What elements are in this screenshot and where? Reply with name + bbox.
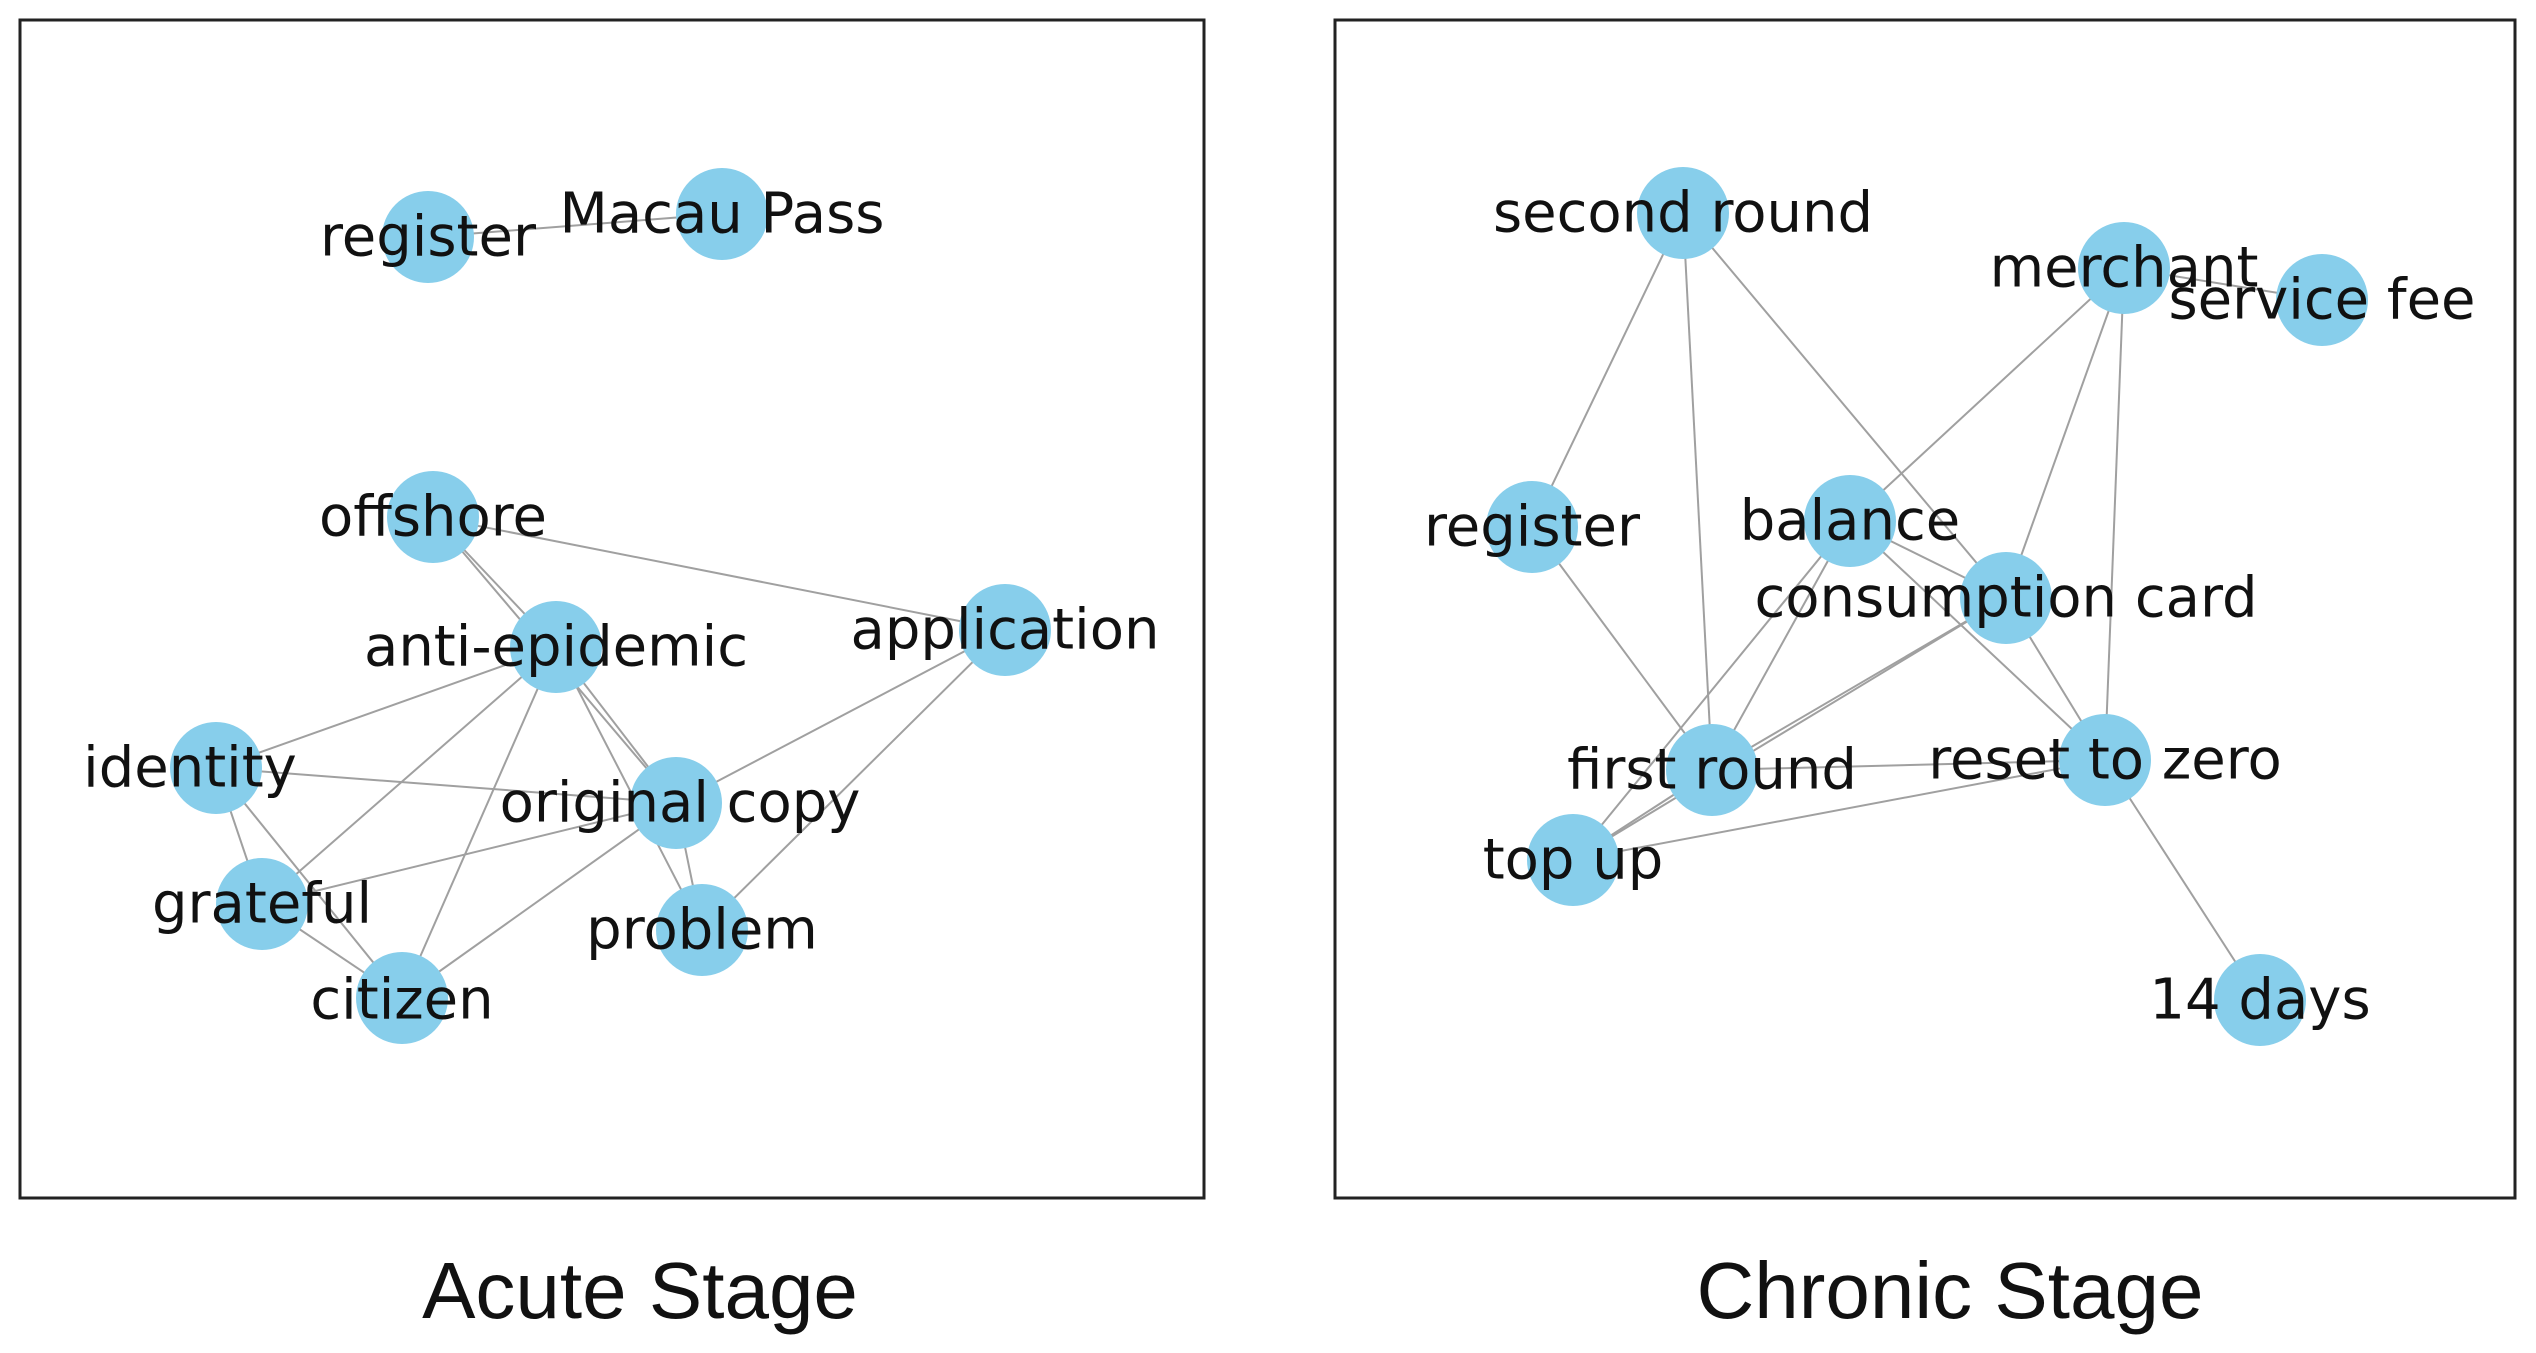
- edge-balance-top_up: [1572, 520, 1851, 861]
- edge-merchant-balance: [1849, 267, 2125, 522]
- node-label-top-up: top up: [1483, 828, 1664, 893]
- node-merchant: [2078, 222, 2170, 314]
- node-register: [382, 191, 474, 283]
- node-label-register: register: [1424, 495, 1641, 560]
- node-reset-to-zero: [2059, 714, 2151, 806]
- node-label-anti-epidemic: anti-epidemic: [364, 615, 748, 680]
- edge-second_round-first_round: [1682, 212, 1713, 771]
- node-label-macau-pass: Macau Pass: [560, 182, 885, 247]
- chronic-panel-frame: [1333, 18, 2517, 1200]
- node-second-round: [1637, 167, 1729, 259]
- node-label-balance: balance: [1740, 489, 1960, 554]
- edge-second_round-consumption_card: [1682, 212, 2007, 599]
- edge-grateful-original_copy: [261, 802, 677, 905]
- edge-identity-citizen: [215, 767, 403, 999]
- node-label-service-fee: service fee: [2168, 268, 2475, 333]
- node-fourteen-days: [2214, 954, 2306, 1046]
- node-citizen: [356, 952, 448, 1044]
- node-label-offshore: offshore: [319, 485, 547, 550]
- edge-application-original_copy: [675, 629, 1006, 804]
- edge-offshore-application: [432, 516, 1006, 631]
- edge-merchant-consumption_card: [2005, 267, 2125, 599]
- acute-panel-frame: [18, 18, 1206, 1200]
- node-service-fee: [2276, 254, 2368, 346]
- node-label-second-round: second round: [1493, 181, 1873, 246]
- node-label-application: application: [851, 598, 1160, 663]
- node-problem: [656, 884, 748, 976]
- acute-stage-network: register Macau Pass offshore application ant…: [83, 168, 1159, 1044]
- edge-application-problem: [701, 629, 1006, 931]
- node-label-original-copy: original copy: [500, 771, 861, 836]
- edge-anti_epidemic-problem: [555, 646, 703, 931]
- node-anti-epidemic: [510, 601, 602, 693]
- edge-second_round-register: [1531, 212, 1684, 528]
- edge-anti_epidemic-citizen: [401, 646, 557, 999]
- node-label-citizen: citizen: [310, 968, 493, 1033]
- edge-original_copy-citizen: [401, 802, 677, 999]
- node-grateful: [216, 858, 308, 950]
- edge-identity-original_copy: [215, 767, 677, 804]
- edge-consumption_card-top_up: [1572, 597, 2007, 861]
- node-consumption-card: [1960, 552, 2052, 644]
- node-label-first-round: first round: [1567, 738, 1857, 803]
- edge-reset_to_zero-fourteen_days: [2104, 759, 2261, 1001]
- node-offshore: [387, 471, 479, 563]
- edge-merchant-reset_to_zero: [2104, 267, 2125, 761]
- edge-balance-first_round: [1711, 520, 1851, 771]
- node-label-problem: problem: [586, 898, 818, 963]
- edge-balance-reset_to_zero: [1849, 520, 2106, 761]
- node-register: [1486, 481, 1578, 573]
- edge-register-first_round: [1531, 526, 1713, 771]
- edge-anti_epidemic-identity: [215, 646, 557, 769]
- node-identity: [170, 722, 262, 814]
- edge-anti_epidemic-grateful: [261, 646, 557, 905]
- node-label-register: register: [320, 205, 537, 270]
- node-label-fourteen-days: 14 days: [2149, 968, 2370, 1033]
- acute-stage-title: Acute Stage: [422, 1246, 858, 1335]
- node-macau-pass: [676, 168, 768, 260]
- edge-reset_to_zero-top_up: [1572, 759, 2106, 861]
- edge-first_round-reset_to_zero: [1711, 759, 2106, 771]
- node-top-up: [1527, 814, 1619, 906]
- node-label-grateful: grateful: [152, 872, 372, 937]
- edge-register-macau_pass: [427, 213, 723, 238]
- chronic-stage-title: Chronic Stage: [1697, 1246, 2204, 1335]
- node-first-round: [1666, 724, 1758, 816]
- node-label-reset-to-zero: reset to zero: [1928, 728, 2282, 793]
- node-label-merchant: merchant: [1990, 236, 2259, 301]
- node-label-consumption-card: consumption card: [1754, 566, 2257, 631]
- node-application: [959, 584, 1051, 676]
- node-original-copy: [630, 757, 722, 849]
- node-balance: [1804, 475, 1896, 567]
- node-label-identity: identity: [83, 736, 297, 801]
